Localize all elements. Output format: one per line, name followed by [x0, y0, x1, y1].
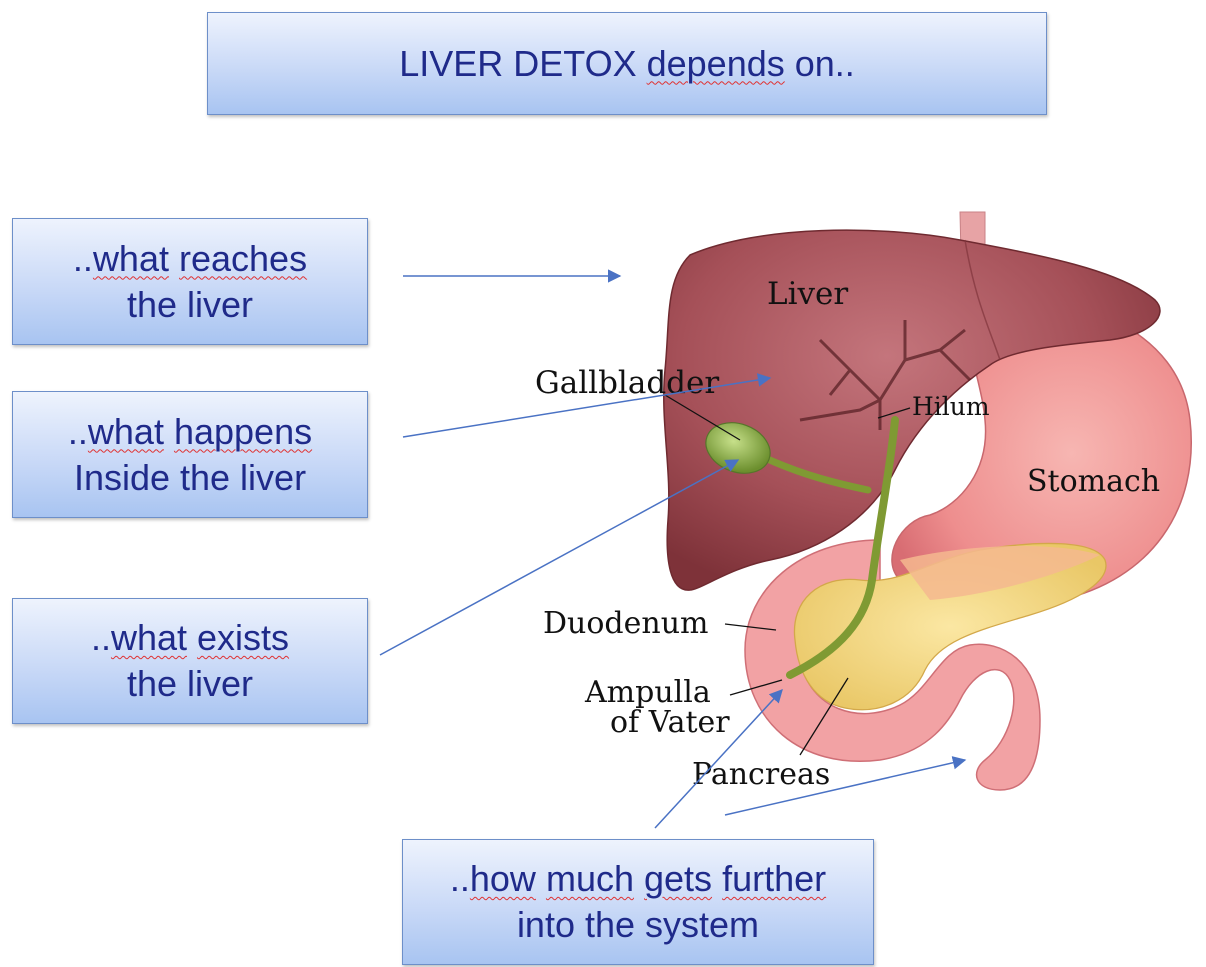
label-stomach: Stomach — [1027, 464, 1160, 499]
title-text: LIVER DETOX depends on.. — [399, 41, 855, 87]
callout-how-much-further: ..how much gets further into the system — [402, 839, 874, 965]
callout-what-happens: ..what happens Inside the liver — [12, 391, 368, 518]
label-duodenum: Duodenum — [543, 606, 708, 641]
title-box: LIVER DETOX depends on.. — [207, 12, 1047, 115]
common-bile-duct — [786, 416, 899, 679]
callout-word: further — [722, 858, 827, 899]
callout-line1: ..what exists — [91, 615, 289, 661]
callout-line2: into the system — [516, 904, 760, 945]
callout-word: exists — [197, 617, 290, 658]
anatomy-leader-lines — [664, 394, 911, 756]
callout-line2: the liver — [126, 663, 254, 704]
callout-word: how — [469, 858, 536, 899]
callout-line2: the liver — [126, 283, 254, 325]
callout-prefix: .. — [67, 410, 88, 452]
callout-prefix: .. — [72, 237, 93, 279]
arrow-happens — [402, 373, 772, 438]
callout-word: reaches — [179, 237, 308, 279]
callout-line1: ..what reaches — [73, 236, 307, 282]
callout-arrows — [379, 269, 967, 829]
label-pancreas: Pancreas — [692, 757, 830, 792]
callout-line2: Inside the liver — [73, 456, 307, 498]
callout-what-exists: ..what exists the liver — [12, 598, 368, 724]
callout-line1: ..how much gets further — [450, 856, 826, 902]
callout-word: happens — [173, 410, 313, 452]
arrow-exists — [379, 459, 740, 656]
callout-prefix: .. — [449, 858, 470, 899]
title-spellcheck-word: depends — [646, 42, 785, 84]
callout-word: much — [545, 858, 634, 899]
bile-ducts — [799, 320, 972, 430]
arrow-further-ampulla — [654, 689, 783, 829]
label-liver: Liver — [767, 276, 848, 312]
callout-word: what — [92, 237, 169, 279]
liver-fissure-shape — [964, 239, 1001, 361]
arrow-further-intestine — [724, 756, 967, 816]
callout-line1: ..what happens — [68, 409, 312, 455]
callout-word: what — [87, 410, 164, 452]
pancreas-tail-shape — [900, 545, 1100, 600]
callout-word: gets — [644, 858, 713, 899]
title-prefix: LIVER DETOX — [399, 42, 647, 84]
callout-what-reaches: ..what reaches the liver — [12, 218, 368, 345]
label-gallbladder: Gallbladder — [535, 365, 719, 401]
label-hilum: Hilum — [912, 392, 990, 421]
callout-prefix: .. — [90, 617, 111, 658]
label-ampulla: Ampulla — [584, 675, 711, 710]
label-of-vater: of Vater — [610, 705, 730, 740]
callout-word: what — [110, 617, 187, 658]
liver-shape — [663, 229, 1161, 591]
title-suffix: on.. — [784, 42, 855, 84]
